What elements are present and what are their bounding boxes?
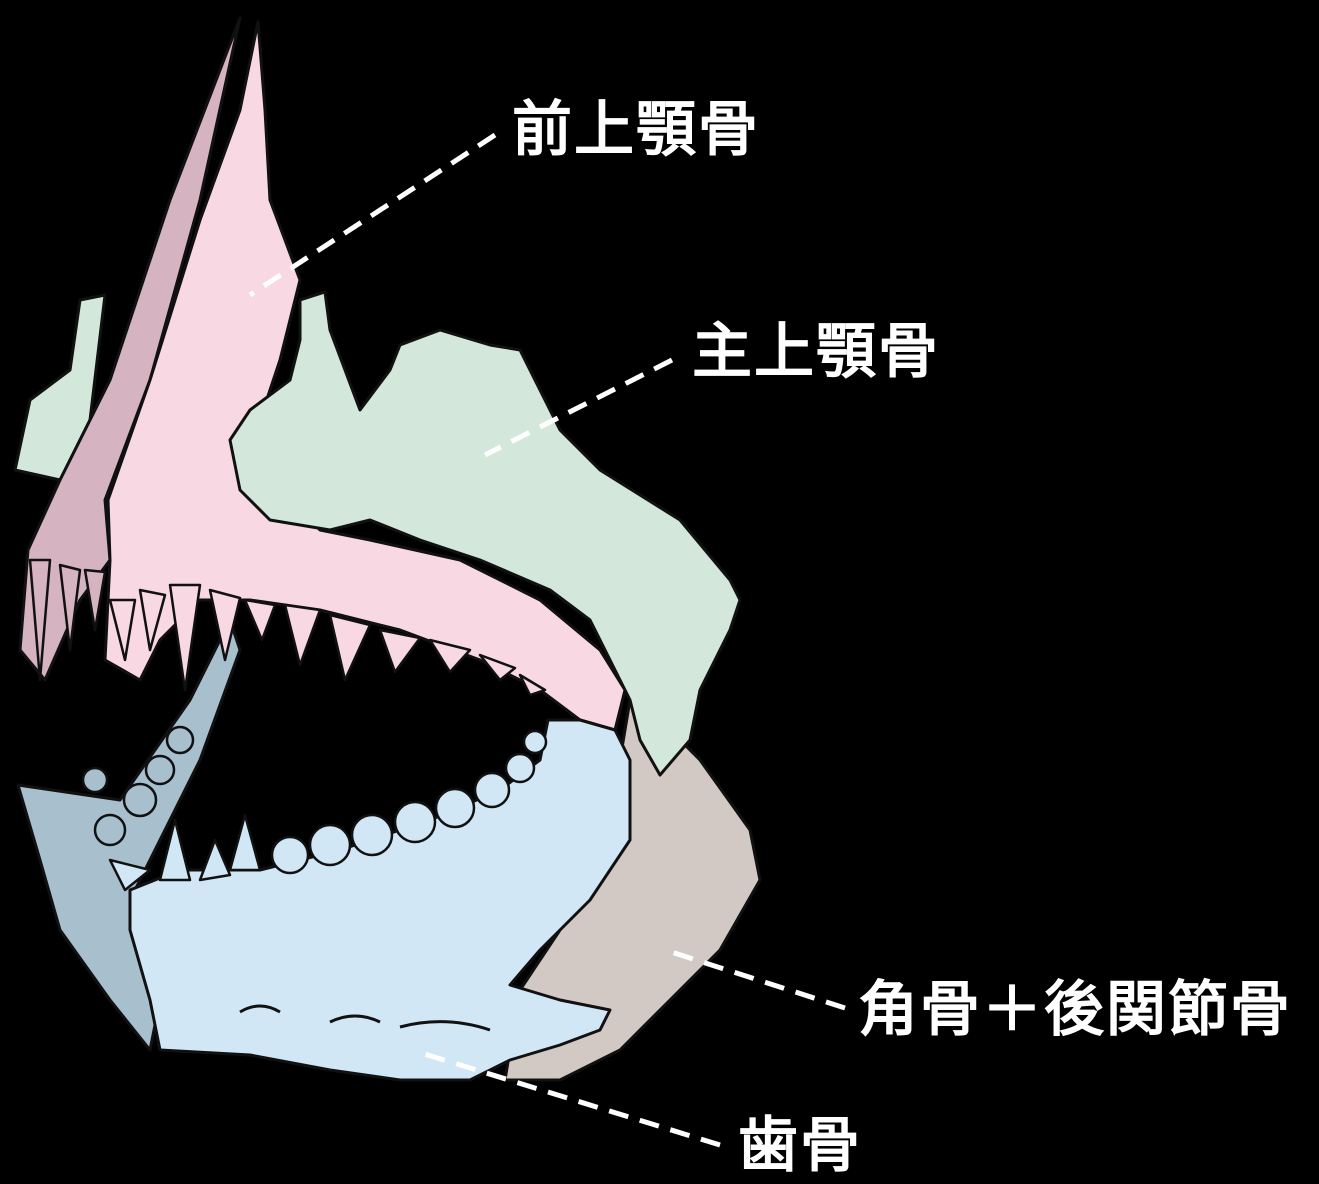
lower-tooth xyxy=(95,815,125,845)
premaxilla-label: 前上顎骨 xyxy=(512,100,760,160)
lower-tooth xyxy=(146,756,174,784)
upper-tooth xyxy=(285,605,320,665)
lower-tooth xyxy=(200,840,230,880)
lower-tooth xyxy=(310,825,350,865)
lower-tooth xyxy=(395,802,435,842)
lower-tooth xyxy=(475,773,509,807)
lower-tooth xyxy=(272,837,308,873)
upper-tooth xyxy=(380,630,420,672)
upper-tooth xyxy=(170,585,200,690)
lower-tooth xyxy=(83,768,107,792)
lower-tooth xyxy=(167,727,193,753)
lower-tooth xyxy=(524,731,546,753)
lower-tooth xyxy=(230,815,260,870)
dentary-label: 歯骨 xyxy=(738,1116,862,1176)
lower-tooth xyxy=(124,784,156,816)
lower-tooth xyxy=(352,815,392,855)
upper-tooth xyxy=(245,600,275,640)
upper-tooth xyxy=(85,570,105,630)
maxilla-label: 主上顎骨 xyxy=(692,322,940,382)
lower-tooth xyxy=(506,754,534,782)
upper-tooth xyxy=(330,615,370,680)
dentary-bone xyxy=(130,720,630,1080)
lower-tooth xyxy=(436,789,474,827)
angular-articular-label: 角骨＋後関節骨 xyxy=(858,980,1292,1040)
